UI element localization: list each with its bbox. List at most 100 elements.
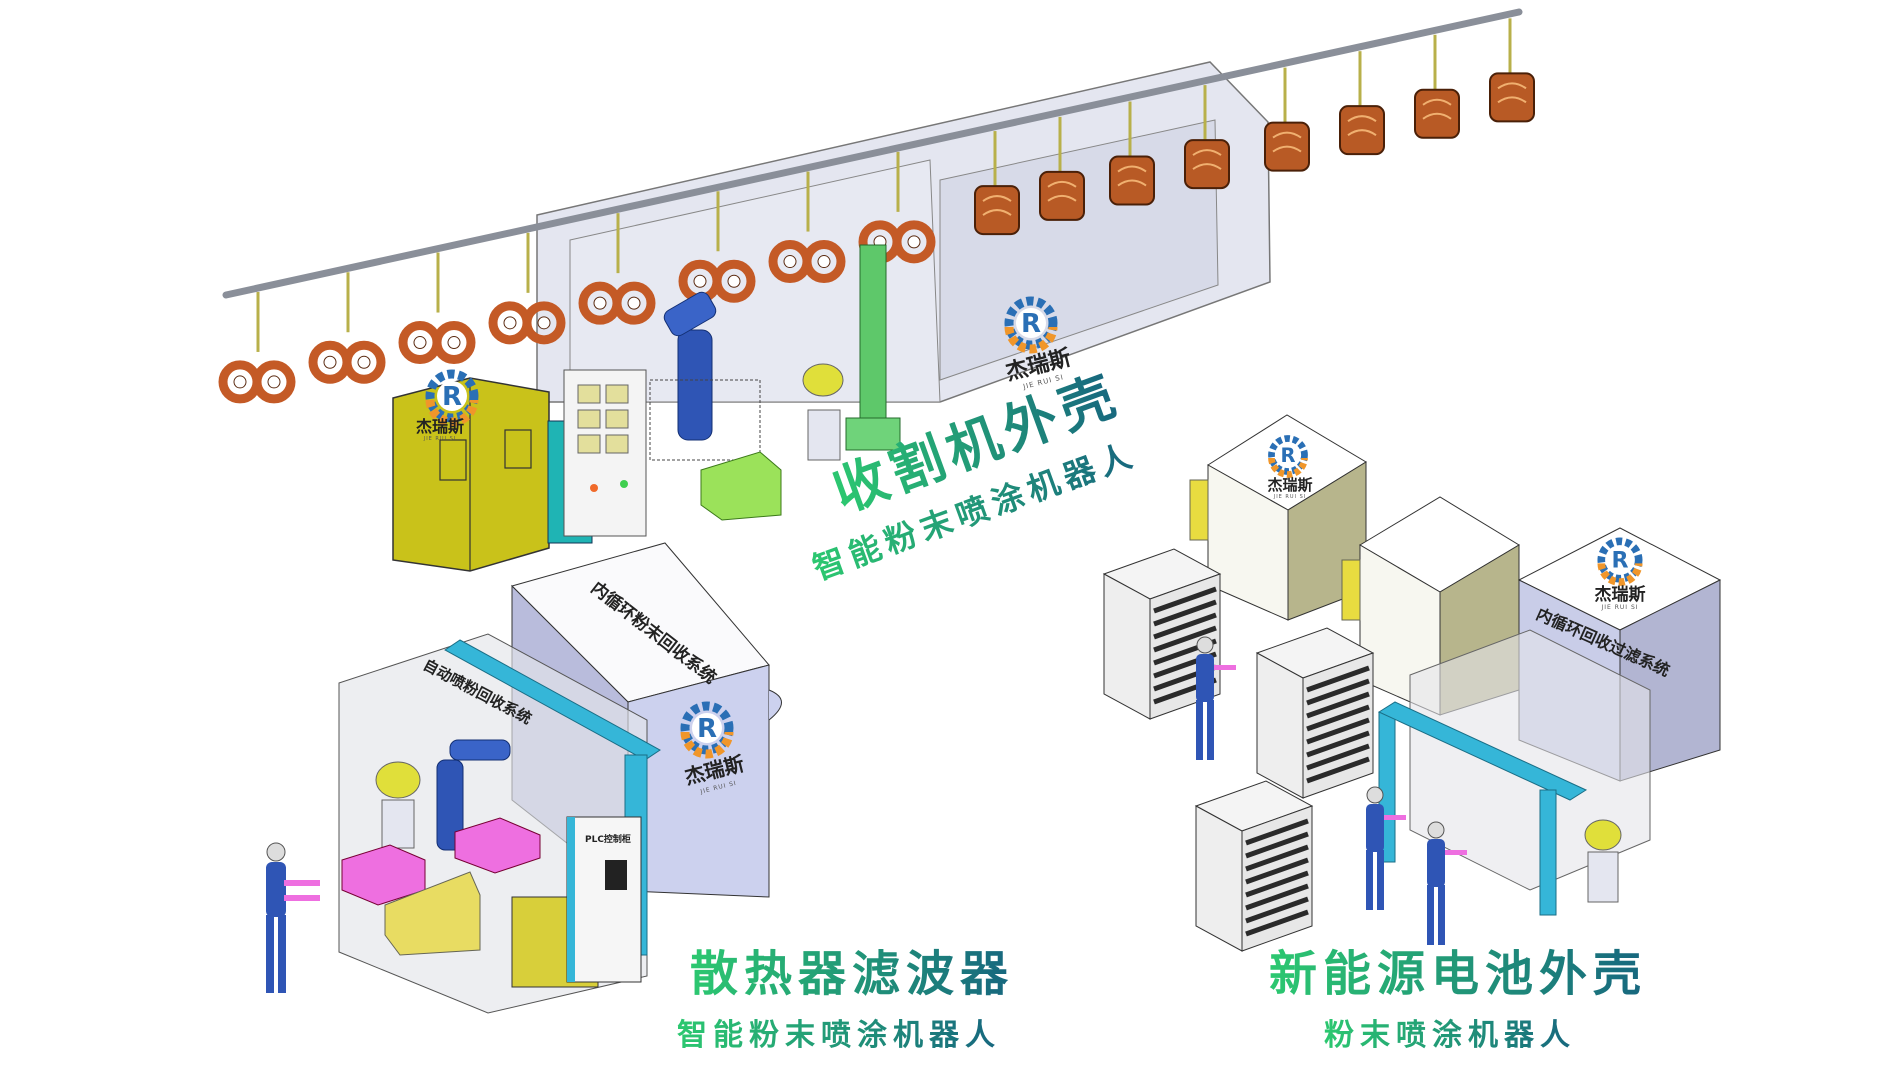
ring-workpiece-hole [267, 375, 281, 389]
brand-pinyin: JIE RUI SI [1600, 604, 1638, 611]
plc-cabinet-label: PLC控制柜 [585, 833, 631, 845]
rack-shelf [1153, 612, 1217, 640]
rack-shelf [1153, 599, 1217, 627]
rack-shelf [1306, 743, 1370, 771]
ring-workpiece [252, 360, 296, 404]
rack-shelf [1245, 909, 1309, 937]
ring-workpiece-hole [503, 316, 517, 330]
rack-shelf [1245, 883, 1309, 911]
ring-workpiece-hole [627, 296, 641, 310]
rack-shelf [1306, 717, 1370, 745]
operator-head [1196, 636, 1214, 654]
yellow-control-cabinet: 杰瑞斯 JIE RUI SI [392, 374, 550, 572]
rack-shelf [1306, 730, 1370, 758]
operator-glove [1445, 850, 1467, 855]
operator-leg [1366, 850, 1373, 910]
operator-leg [1207, 700, 1214, 760]
ring-workpiece-hole [783, 255, 797, 269]
operator-head [1427, 821, 1445, 839]
rack-shelf [1245, 896, 1309, 924]
ring-workpiece-hole [413, 336, 427, 350]
rack-shelf [1245, 844, 1309, 872]
rack-shelf [1153, 625, 1217, 653]
shell-workpiece-contour [1272, 131, 1302, 153]
ring-workpiece [342, 340, 386, 384]
ring-workpiece-hole [693, 274, 707, 288]
ring-workpiece-hole [817, 255, 831, 269]
ring-workpiece-hole [323, 355, 337, 369]
section-subtitle: 粉末喷涂机器人 [1324, 1018, 1576, 1053]
operator-body [1366, 804, 1384, 852]
operator-figure [266, 842, 320, 993]
operator-head [1366, 786, 1384, 804]
shell-workpiece-contour [1422, 98, 1452, 120]
brand-name: 杰瑞斯 [416, 417, 464, 436]
powder-pump [375, 761, 421, 849]
safety-fence [649, 379, 761, 461]
ring-workpiece-hole [233, 375, 247, 389]
spray-robot [436, 739, 511, 851]
ring-workpiece [432, 321, 476, 365]
rack-shelf [1245, 818, 1309, 846]
ring-workpiece [802, 240, 846, 284]
shell-workpiece-contour [1347, 115, 1377, 137]
operators [1196, 636, 1467, 945]
brand-pinyin: JIE RUI SI [423, 436, 457, 442]
rack-shelf [1306, 704, 1370, 732]
ring-workpiece-hole [357, 355, 371, 369]
ring-workpiece [712, 259, 756, 303]
green-column-base [845, 417, 901, 451]
rack-shelf [1245, 870, 1309, 898]
hanging-workpieces [218, 18, 1535, 404]
brand-pinyin: JIE RUI SI [1273, 494, 1307, 500]
rack-shelf [1153, 586, 1217, 614]
spray-robot [663, 291, 717, 441]
operator-body [1427, 839, 1445, 887]
section-subtitle: 智能粉末喷涂机器人 [677, 1018, 1001, 1053]
ring-workpiece [892, 220, 936, 264]
shell-workpiece-contour [1192, 149, 1222, 170]
rack-shelf [1306, 678, 1370, 706]
green-column [859, 244, 887, 426]
operator-leg [1438, 885, 1445, 945]
operator-body [1196, 654, 1214, 702]
rack-shelf [1306, 665, 1370, 693]
section-title: 新能源电池外壳 [1269, 946, 1647, 1002]
recovery-box-side-duct [768, 689, 782, 721]
shell-workpiece-contour [982, 195, 1012, 216]
rack-shelf [1245, 857, 1309, 885]
battery-racks [1102, 548, 1375, 952]
shell-workpiece-contour [1117, 165, 1147, 187]
rack-shelf [1306, 756, 1370, 784]
plc-control-cabinet: PLC控制柜 [566, 816, 642, 983]
ring-workpiece-hole [727, 274, 741, 288]
cyan-gantry-beam [444, 639, 661, 761]
rack-side [1256, 652, 1304, 799]
powder-pump [802, 363, 844, 461]
ring-workpiece-hole [593, 296, 607, 310]
white-electrical-cabinet [563, 369, 647, 537]
operator-leg [1196, 700, 1203, 760]
brand-name: 杰瑞斯 [1267, 476, 1312, 494]
ring-workpiece-hole [537, 316, 551, 330]
radiator-coating-cell: 内循环粉末回收系统 杰瑞斯 JIE RUI SI 自动喷粉回收系统 PLC控制柜 [266, 542, 1008, 1053]
operator-leg [1427, 885, 1434, 945]
ring-workpiece-hole [447, 336, 461, 350]
magenta-fixture [454, 817, 541, 874]
rack-shelf [1245, 831, 1309, 859]
ring-workpiece-hole [907, 235, 921, 249]
ring-workpiece [522, 301, 566, 345]
battery-coating-cell: 杰瑞斯 JIE RUI SI 杰瑞斯 JIE RUI SI 内循环回收过滤系统 [1102, 414, 1722, 1053]
rack-shelf [1306, 691, 1370, 719]
operator-glove [1214, 665, 1236, 670]
shell-workpiece-contour [1047, 180, 1077, 202]
overhead-conveyor-rail [222, 8, 1523, 299]
operator-leg [1377, 850, 1384, 910]
brand-name: 杰瑞斯 [1595, 584, 1646, 605]
rack-side [1195, 805, 1243, 952]
shell-workpiece-contour [1497, 82, 1527, 104]
ring-workpiece [612, 281, 656, 325]
operator-glove [1384, 815, 1406, 820]
green-steps [700, 451, 782, 521]
